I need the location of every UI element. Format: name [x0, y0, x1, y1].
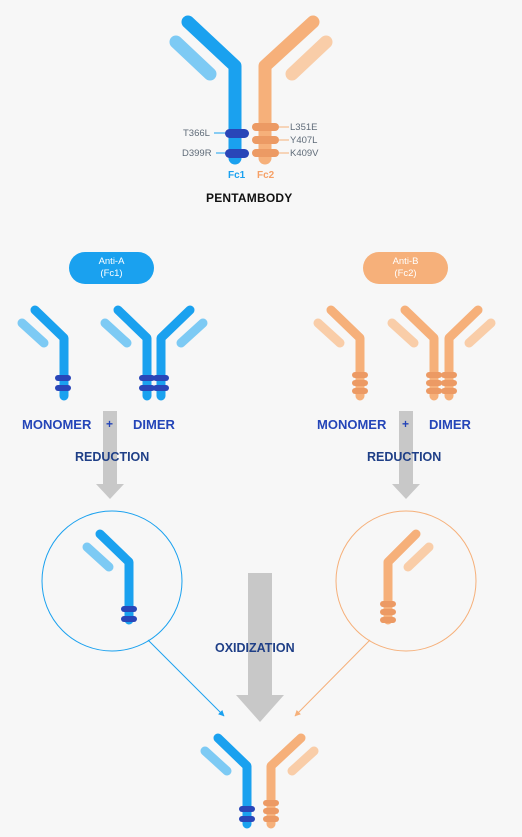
anti-a-pill-line1: Anti-A [98, 256, 125, 267]
reduction-arrow-right-head [392, 484, 420, 499]
anti-a-monomer [17, 305, 71, 401]
anti-b-dimer [387, 305, 496, 401]
assembly-arrow-blue [147, 639, 225, 717]
reduced-anti-a-half [82, 529, 137, 625]
right-plus-label: + [402, 417, 410, 431]
anti-b-pill: Anti-B (Fc2) [363, 252, 448, 284]
right-monomer-label: MONOMER [317, 417, 387, 432]
pentambody-title: PENTAMBODY [206, 191, 293, 205]
fc2-band [252, 149, 279, 157]
reduced-anti-a-circle [41, 510, 183, 652]
fc2-band [252, 136, 279, 144]
oxidization-label: OXIDIZATION [215, 641, 295, 655]
anti-a-pill: Anti-A (Fc1) [69, 252, 154, 284]
fc1-band [225, 129, 249, 138]
mutation-label-k409v: K409V [290, 148, 319, 159]
oxidization-arrow-head [236, 695, 284, 722]
reduced-anti-b-circle [335, 510, 477, 652]
mutation-label-d399r: D399R [182, 148, 212, 159]
right-reduction-label: REDUCTION [367, 450, 442, 464]
fc2-band [252, 123, 279, 131]
anti-b-pill-line2: (Fc2) [394, 268, 417, 279]
fc1-band [225, 149, 249, 158]
reduced-anti-b-half [380, 529, 434, 625]
anti-a-dimer [100, 305, 208, 401]
mutation-label-t366l: T366L [183, 128, 210, 139]
left-reduction-label: REDUCTION [75, 450, 150, 464]
right-dimer-label: DIMER [429, 417, 471, 432]
anti-b-pill-line1: Anti-B [392, 256, 419, 267]
fc2-label: Fc2 [257, 170, 275, 181]
fc1-heavy-chain [181, 15, 242, 165]
pentambody-antibody [169, 15, 333, 165]
oxidization-arrow-shaft [248, 573, 272, 695]
assembled-bispecific-antibody [200, 733, 319, 829]
anti-b-monomer [313, 305, 368, 401]
assembly-arrow-orange [294, 639, 371, 717]
left-plus-label: + [106, 417, 114, 431]
mutation-label-y407l: Y407L [290, 135, 318, 146]
reduction-arrow-right-shaft [399, 411, 413, 484]
fc2-light-chain [285, 35, 333, 81]
left-dimer-label: DIMER [133, 417, 175, 432]
left-monomer-label: MONOMER [22, 417, 92, 432]
mutation-label-l351e: L351E [290, 122, 318, 133]
reduction-arrow-left-shaft [103, 411, 117, 484]
fc1-light-chain [169, 35, 217, 81]
anti-a-pill-line2: (Fc1) [100, 268, 123, 279]
fc1-label: Fc1 [228, 170, 246, 181]
reduction-arrow-left-head [96, 484, 124, 499]
